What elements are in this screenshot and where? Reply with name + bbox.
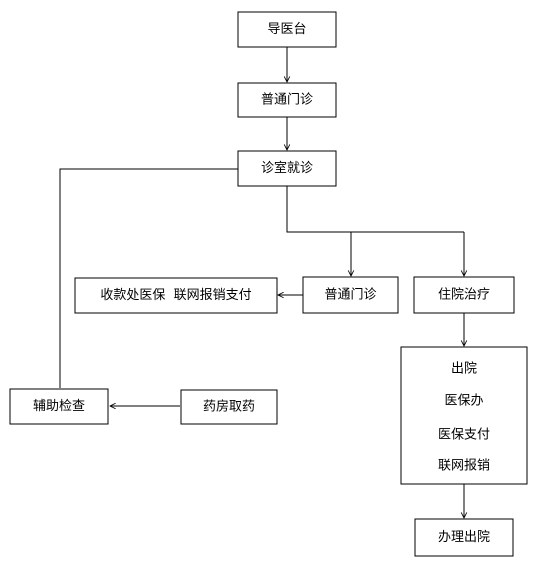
node-general-clinic-2-label: 普通门诊 — [324, 288, 376, 303]
node-discharge-line-2: 医保办 — [444, 394, 483, 409]
node-general-clinic-1: 普通门诊 — [237, 82, 337, 118]
node-cashier: 收款处医保 联网报销支付 — [74, 277, 278, 314]
node-hospitalization-label: 住院治疗 — [438, 288, 490, 303]
node-consultation-room: 诊室就诊 — [237, 150, 337, 187]
node-general-clinic-1-label: 普通门诊 — [261, 93, 313, 108]
node-discharge-line-1: 出院 — [451, 362, 477, 377]
node-pharmacy-label: 药房取药 — [203, 399, 255, 415]
node-discharge-line-4: 联网报销 — [438, 459, 490, 474]
edge-consultation-branch — [286, 186, 464, 233]
node-consultation-room-label: 诊室就诊 — [261, 160, 313, 176]
node-guide-desk-label: 导医台 — [267, 22, 306, 37]
node-hospitalization: 住院治疗 — [413, 276, 515, 314]
node-discharge-line-3: 医保支付 — [438, 428, 490, 443]
node-discharge: 出院 医保办 医保支付 联网报销 — [400, 346, 528, 485]
node-pharmacy: 药房取药 — [180, 389, 278, 425]
node-general-clinic-2: 普通门诊 — [302, 276, 399, 314]
node-auxiliary-exam: 辅助检查 — [9, 388, 109, 425]
node-discharge-procedure: 办理出院 — [414, 518, 514, 557]
node-auxiliary-exam-label: 辅助检查 — [33, 399, 85, 414]
node-cashier-label: 收款处医保 联网报销支付 — [100, 288, 251, 303]
edge-consultation-to-auxiliary — [59, 168, 238, 388]
node-discharge-procedure-label: 办理出院 — [438, 530, 490, 545]
node-guide-desk: 导医台 — [237, 11, 337, 48]
